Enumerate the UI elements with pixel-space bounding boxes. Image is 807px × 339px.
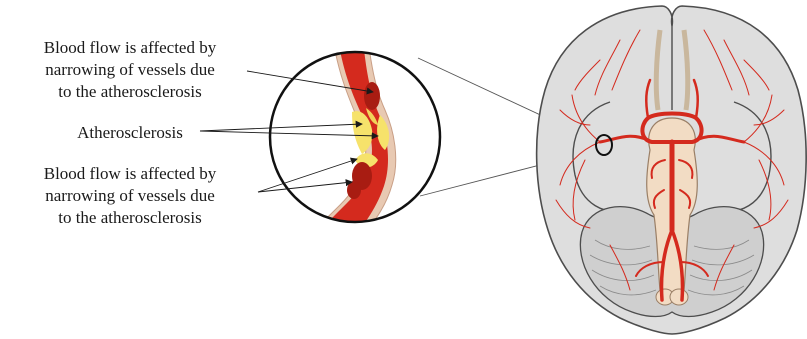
brain-illustration <box>537 6 807 334</box>
magnified-vessel <box>270 40 440 245</box>
